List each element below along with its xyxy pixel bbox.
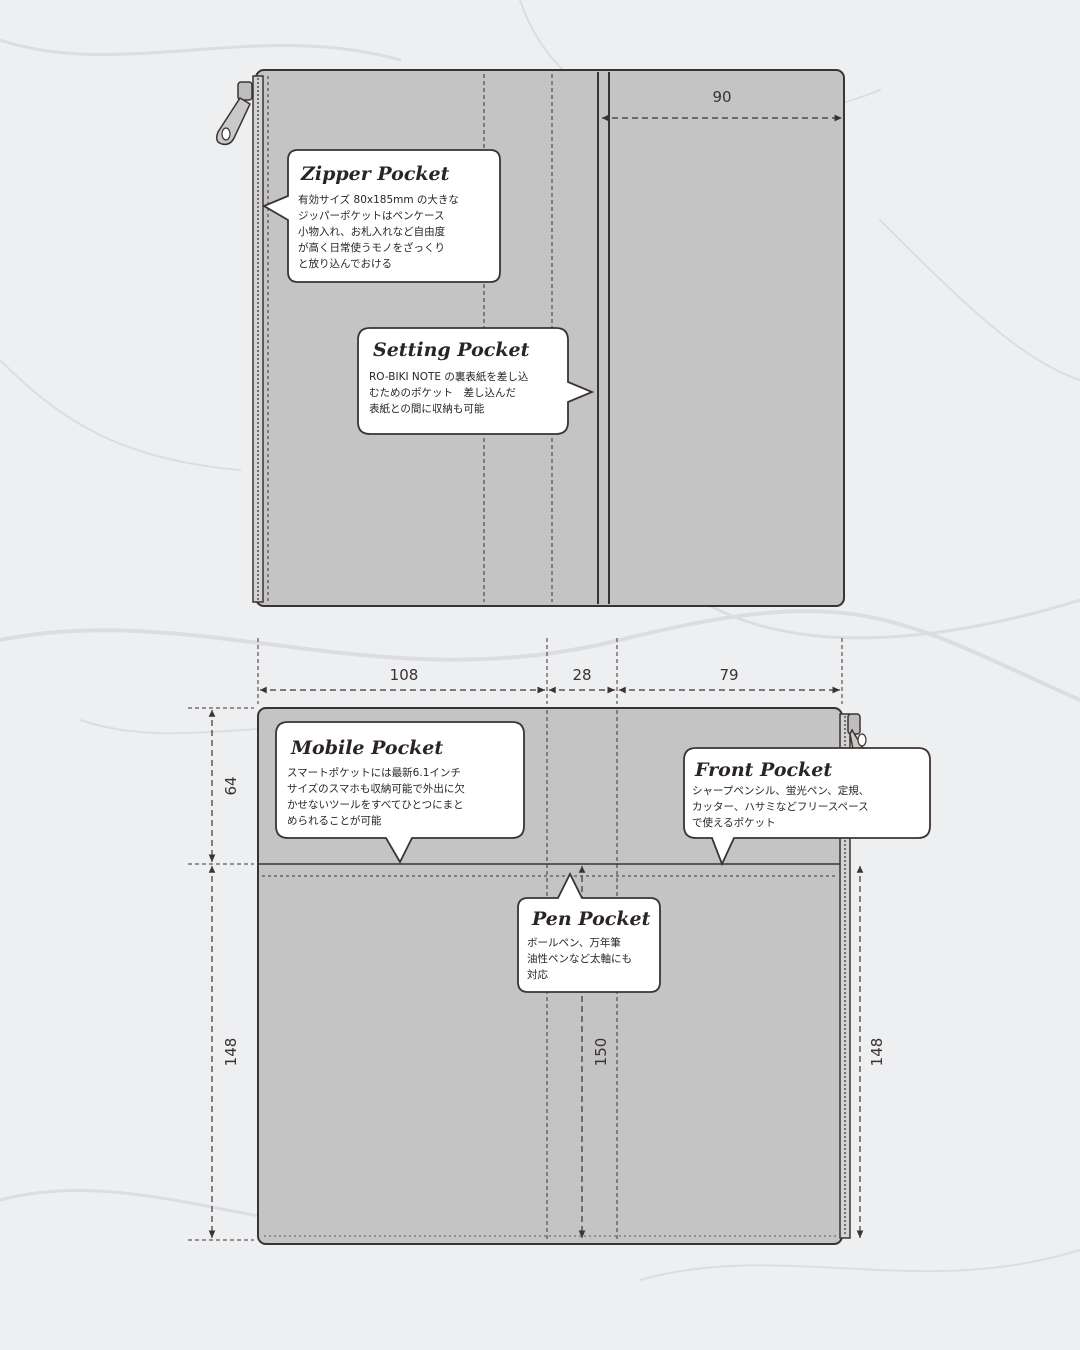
zipper-pocket-desc: 有効サイズ 80x185mm の大きな ジッパーポケットはペンケース 小物入れ、… (298, 193, 462, 270)
top-zipper-pull-icon (215, 81, 253, 146)
front-pocket-desc: シャープペンシル、蛍光ペン、定規、 カッター、ハサミなどフリースペース で使える… (692, 784, 873, 829)
zipper-pocket-title: Zipper Pocket (300, 163, 450, 185)
mobile-pocket-title: Mobile Pocket (290, 737, 443, 759)
pen-pocket-desc: ボールペン、万年筆 油性ペンなど太軸にも 対応 (527, 936, 635, 981)
mobile-pocket-callout: Mobile Pocket スマートポケットには最新6.1インチ サイズのスマホ… (275, 721, 525, 864)
dim-90-label: 90 (712, 88, 731, 106)
dim-148-left-label: 148 (222, 1038, 240, 1067)
setting-pocket-callout: Setting Pocket RO-BIKI NOTE の裏表紙を差し込 むため… (357, 327, 595, 435)
pen-pocket-title: Pen Pocket (531, 908, 651, 930)
dim-108-label: 108 (390, 666, 419, 684)
zipper-pocket-callout: Zipper Pocket 有効サイズ 80x185mm の大きな ジッパーポケ… (261, 149, 501, 283)
dim-79-label: 79 (719, 666, 738, 684)
pen-pocket-callout: Pen Pocket ボールペン、万年筆 油性ペンなど太軸にも 対応 (517, 871, 661, 993)
dim-150-label: 150 (592, 1038, 610, 1067)
dim-148-right-label: 148 (868, 1038, 886, 1067)
front-pocket-callout: Front Pocket シャープペンシル、蛍光ペン、定規、 カッター、ハサミな… (683, 747, 931, 867)
front-pocket-title: Front Pocket (694, 759, 832, 781)
dim-64-label: 64 (222, 776, 240, 795)
dim-28-label: 28 (572, 666, 591, 684)
setting-pocket-desc: RO-BIKI NOTE の裏表紙を差し込 むためのポケット 差し込んだ 表紙と… (369, 370, 532, 415)
setting-pocket-title: Setting Pocket (373, 339, 530, 361)
mobile-pocket-desc: スマートポケットには最新6.1インチ サイズのスマホも収納可能で外出に欠 かせな… (287, 766, 468, 827)
